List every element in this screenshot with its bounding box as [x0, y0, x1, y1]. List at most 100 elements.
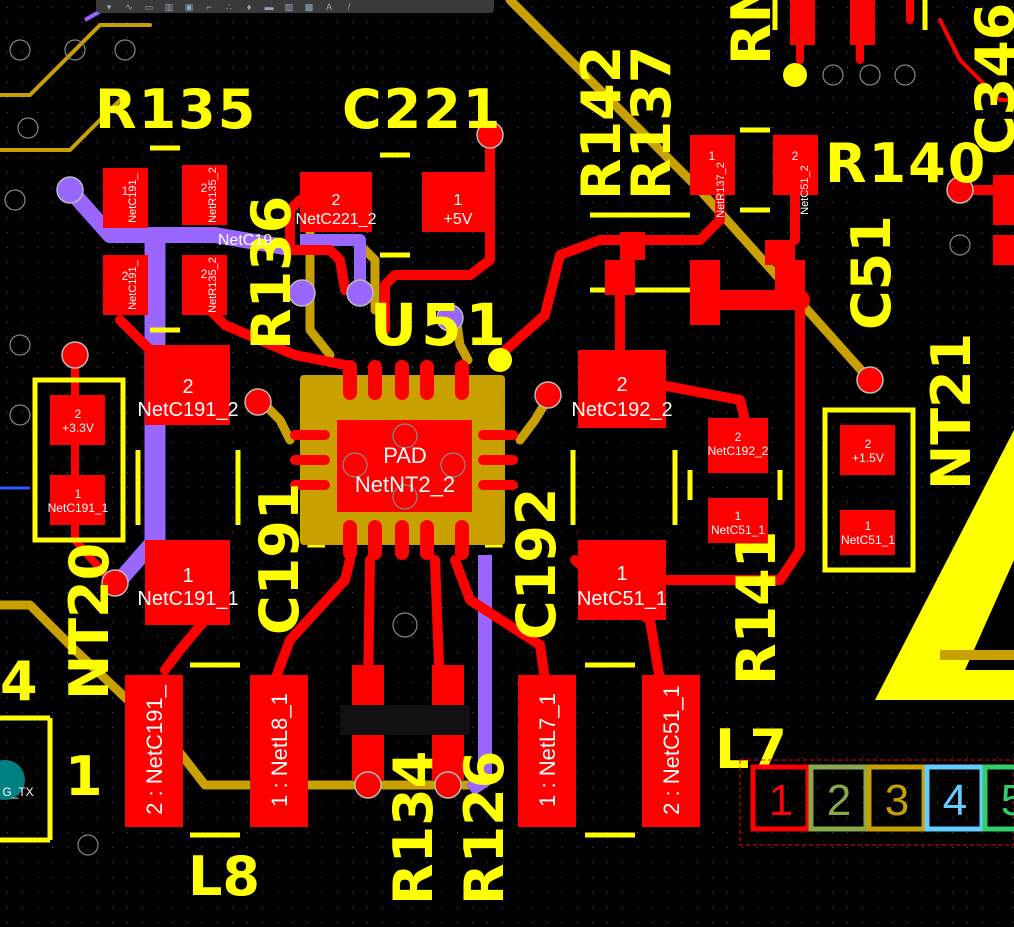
svg-text:1: 1	[865, 519, 872, 533]
svg-text:2: 2	[332, 192, 341, 209]
chart-icon[interactable]: ▥	[164, 1, 174, 12]
pad-c51-a	[690, 260, 720, 295]
designator-j-pin1: 1	[65, 745, 103, 808]
designator-c346: C346	[964, 3, 1014, 155]
wire-icon[interactable]: ⌐	[206, 1, 212, 12]
svg-text:G_TX: G_TX	[2, 785, 33, 799]
designator-c191: C191	[248, 483, 311, 635]
designator-j-pin4: 4	[0, 650, 38, 713]
pad-l8-1	[250, 675, 308, 827]
layer-tab-3[interactable]: 3	[866, 764, 927, 832]
svg-text:2: 2	[75, 407, 82, 421]
pad-l7-1	[518, 675, 576, 827]
net-icon[interactable]: ∴	[226, 1, 232, 12]
svg-text:NetC192_2: NetC192_2	[571, 399, 672, 421]
svg-text:NetC51_1: NetC51_1	[841, 533, 895, 547]
designator-r134: R134	[382, 751, 445, 905]
designator-r136: R136	[240, 196, 303, 350]
svg-text:NetC191_2: NetC191_2	[137, 399, 238, 421]
pad-r137-1	[690, 135, 735, 195]
svg-text:NetC191_: NetC191_	[127, 172, 139, 222]
svg-text:2: 2	[122, 269, 129, 283]
svg-text:1: 1	[122, 184, 129, 198]
fill-icon[interactable]: ▬	[264, 1, 274, 12]
pad-l7-2	[642, 675, 700, 827]
svg-text:2: 2	[735, 430, 742, 444]
pad-c51s-2	[773, 135, 818, 195]
smd-pads	[50, 0, 1014, 827]
pad-c191-1	[145, 540, 230, 625]
filter-icon[interactable]: ▾	[106, 1, 112, 12]
layer-tab-label: 2	[827, 776, 851, 825]
layer-tab-5[interactable]: 5	[982, 764, 1014, 832]
svg-text:2: 2	[201, 267, 208, 281]
vias	[0, 39, 974, 856]
esd-warning-icon	[875, 430, 1014, 700]
pad-r135-a	[182, 165, 227, 225]
pad-r135-b	[182, 255, 227, 315]
floating-toolbar: ▾ ∿ ▭ ▥ ▣ ⌐ ∴ ♦ ▬ ▧ ▩ A /	[96, 0, 494, 13]
pad-nt21-1	[840, 510, 895, 555]
svg-text:NetC51_1: NetC51_1	[577, 588, 667, 610]
designator-nt20: NT20	[58, 543, 121, 700]
svg-text:2: 2	[865, 437, 872, 451]
pad-nt20-2	[50, 395, 105, 445]
svg-text:NetC19: NetC19	[218, 232, 272, 249]
polygon-icon[interactable]: ▧	[284, 1, 294, 12]
svg-text:1 : NetL8_1: 1 : NetL8_1	[267, 693, 292, 807]
svg-text:NetR135_2: NetR135_2	[207, 167, 219, 223]
svg-text:NetC191_: NetC191_	[127, 259, 139, 309]
pin-icon[interactable]: ♦	[246, 1, 252, 12]
svg-text:NetC51_1: NetC51_1	[711, 523, 765, 537]
designator-nt21: NT21	[920, 333, 983, 490]
pad-c51s-1	[708, 498, 768, 543]
svg-text:1: 1	[182, 565, 193, 587]
svg-text:2 : NetC191_: 2 : NetC191_	[142, 684, 167, 814]
layer-tab-label: 3	[885, 776, 909, 825]
layer-tab-1[interactable]: 1	[750, 764, 811, 832]
pad-c191s-1	[103, 168, 148, 228]
pad-c192s-2	[708, 418, 768, 473]
svg-text:NetC51_2: NetC51_2	[799, 165, 811, 215]
designator-c51: C51	[840, 215, 903, 330]
svg-text:2: 2	[201, 181, 208, 195]
pad-r142-b	[690, 295, 720, 325]
svg-text:1: 1	[616, 563, 627, 585]
layer-tab-2[interactable]: 2	[808, 764, 869, 832]
pad-nt21-2	[840, 425, 895, 475]
svg-text:NetC221_2: NetC221_2	[296, 211, 377, 228]
pad-nt20-1	[50, 475, 105, 525]
text-icon[interactable]: A	[325, 1, 332, 12]
line-icon[interactable]: /	[347, 1, 351, 12]
designator-r135: R135	[95, 78, 257, 141]
svg-text:NetC191_1: NetC191_1	[48, 501, 109, 515]
pad-c221-2	[300, 172, 372, 232]
designator-c192: C192	[505, 488, 568, 640]
designator-r140: R140	[825, 132, 987, 195]
designator-r126: R126	[453, 751, 516, 905]
select-icon[interactable]: ▭	[144, 1, 154, 12]
layer-tab-label: 5	[1001, 776, 1014, 825]
svg-text:1 : NetL7_1: 1 : NetL7_1	[535, 693, 560, 807]
svg-text:NetR135_2: NetR135_2	[207, 257, 219, 313]
designator-r142: R142	[570, 46, 633, 200]
svg-text:2 : NetC51_1: 2 : NetC51_1	[659, 685, 684, 815]
silkscreen-designators: R135 C221 R136 U51 R142 R137 R140 C51 NT…	[0, 0, 1014, 908]
svg-text:+3.3V: +3.3V	[62, 421, 94, 435]
designator-r137: R137	[620, 46, 683, 200]
route-icon[interactable]: ∿	[125, 1, 133, 12]
pad-c191-2	[145, 345, 230, 425]
pad-r142-a	[605, 260, 635, 295]
svg-text:2: 2	[182, 376, 193, 398]
svg-text:1: 1	[735, 509, 742, 523]
pad-net-labels: 2 NetC221_2 1 +5V 1 NetC191_ 2 NetC191_ …	[2, 149, 895, 815]
svg-text:NetR137_2: NetR137_2	[715, 162, 727, 218]
designator-r141: R141	[725, 531, 788, 685]
svg-text:PAD: PAD	[383, 443, 427, 468]
component-icon[interactable]: ▣	[184, 1, 194, 12]
svg-text:1: 1	[454, 192, 463, 209]
layer-tab-4[interactable]: 4	[924, 764, 985, 832]
region-icon[interactable]: ▩	[304, 1, 314, 12]
